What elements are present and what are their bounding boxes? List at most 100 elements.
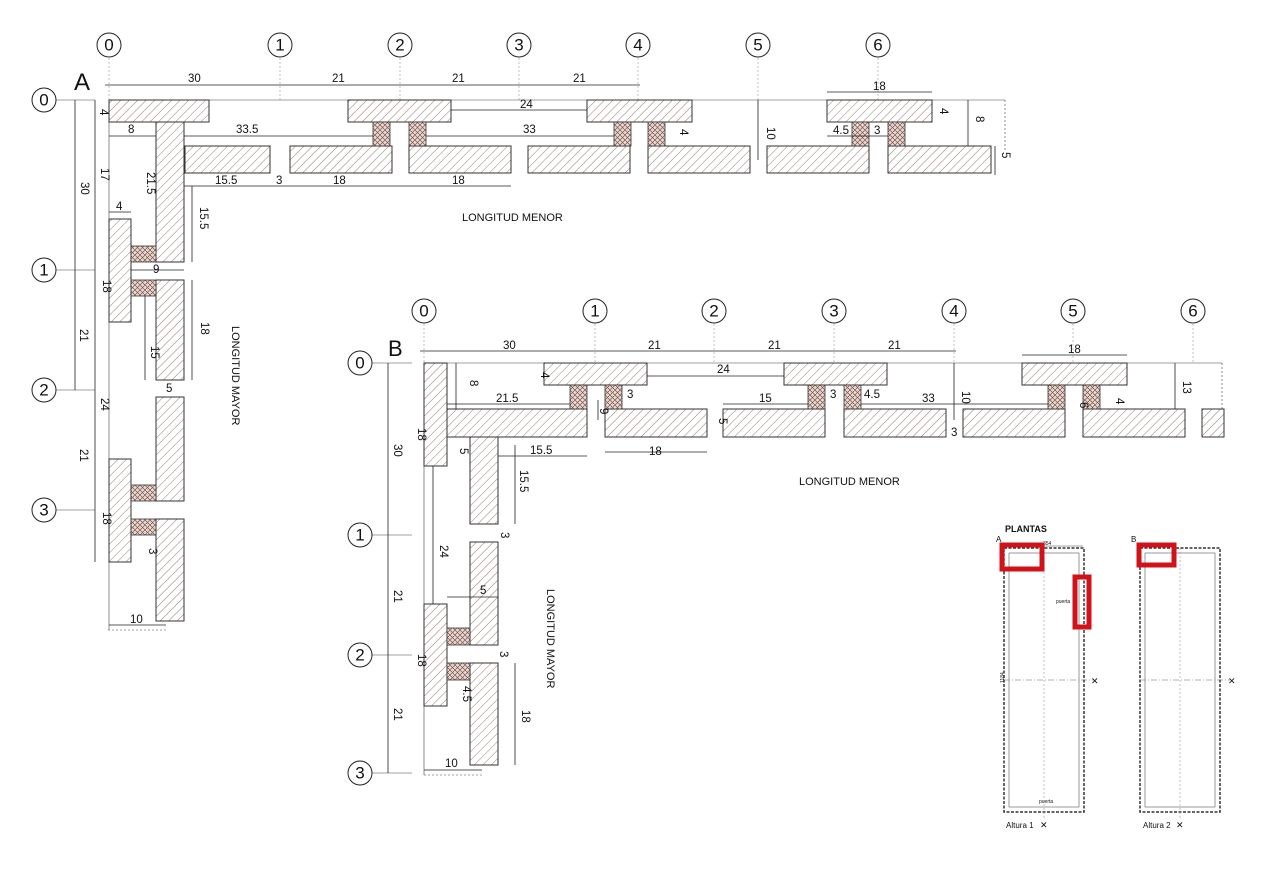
svg-text:30: 30 (391, 444, 403, 457)
brick (527, 145, 631, 174)
svg-text:4: 4 (97, 109, 109, 116)
svg-text:10: 10 (445, 758, 458, 770)
svg-text:3: 3 (627, 389, 633, 401)
axis-bubble: 0 (31, 87, 57, 113)
svg-text:3: 3 (355, 764, 364, 783)
joint (130, 518, 157, 536)
brick (962, 408, 1066, 438)
key-plan-title: PLANTAS (1005, 524, 1047, 534)
joint (613, 121, 632, 147)
svg-text:21: 21 (888, 340, 901, 352)
plan-a-bricks (108, 99, 992, 622)
axis-bubble: 1 (347, 522, 373, 548)
svg-text:1: 1 (275, 36, 284, 55)
svg-text:3: 3 (951, 427, 957, 439)
svg-text:5: 5 (716, 418, 728, 424)
plan-a-short-title: LONGITUD MENOR (462, 212, 563, 224)
joint (647, 121, 666, 147)
joint (130, 484, 157, 502)
svg-text:3: 3 (874, 125, 880, 137)
svg-text:3: 3 (829, 302, 838, 321)
brick (155, 396, 185, 502)
svg-text:4: 4 (538, 372, 550, 379)
plan-b: B 0 1 2 3 4 5 6 0 1 2 3 (347, 298, 1225, 786)
plan-b-letter: B (388, 336, 403, 361)
svg-text:30: 30 (503, 340, 516, 352)
brick (423, 603, 448, 707)
svg-text:4: 4 (949, 302, 958, 321)
axis-bubble: 0 (411, 298, 437, 324)
brick (108, 218, 132, 323)
svg-text:15.5: 15.5 (530, 445, 552, 457)
svg-text:0: 0 (419, 302, 428, 321)
svg-text:10: 10 (959, 391, 971, 404)
svg-text:10: 10 (130, 614, 143, 626)
svg-text:18: 18 (1068, 344, 1081, 356)
svg-text:2: 2 (709, 302, 718, 321)
joint (604, 384, 623, 410)
plan-b-dimensions: 30 21 21 21 18 4 24 8 21.5 3 9 15 3 4.5 … (387, 340, 1192, 773)
svg-text:18: 18 (415, 428, 427, 441)
svg-text:6: 6 (1077, 402, 1089, 408)
plan-b-left-axes: 0 1 2 3 (347, 350, 412, 786)
svg-text:4: 4 (677, 129, 689, 136)
svg-text:2: 2 (395, 36, 404, 55)
plan-b-top-axes: 0 1 2 3 4 5 6 (411, 298, 1206, 362)
svg-text:15: 15 (759, 393, 772, 405)
brick (826, 99, 933, 123)
plan-a-left-axes: 0 1 2 3 (31, 87, 95, 523)
axis-bubble: 1 (582, 298, 608, 324)
axis-bubble: 0 (347, 350, 373, 376)
svg-text:24: 24 (717, 364, 730, 376)
axis-bubble: 5 (1060, 298, 1086, 324)
svg-text:1: 1 (590, 302, 599, 321)
axis-bubble: 2 (31, 377, 57, 403)
svg-text:21: 21 (452, 73, 465, 85)
joint (569, 384, 588, 410)
svg-text:21.5: 21.5 (144, 172, 156, 194)
svg-text:5: 5 (457, 448, 469, 454)
svg-text:21: 21 (332, 73, 345, 85)
svg-text:5: 5 (166, 383, 172, 395)
svg-text:1: 1 (39, 261, 48, 280)
svg-text:4.5: 4.5 (460, 686, 472, 702)
svg-text:21: 21 (648, 340, 661, 352)
svg-text:21: 21 (77, 329, 89, 342)
svg-text:9: 9 (597, 408, 609, 414)
plan-a-dimensions: 30 21 21 21 18 24 33.5 33 8 4 4 4 10 8 5… (74, 73, 1011, 626)
svg-text:18: 18 (415, 654, 427, 667)
brick (446, 408, 588, 438)
svg-text:10: 10 (764, 127, 776, 140)
brick (108, 99, 210, 123)
joint (446, 662, 471, 681)
highlight-box-a-door (1072, 574, 1092, 630)
brick (783, 362, 888, 386)
height-1-label: Altura 1 (1006, 821, 1034, 830)
svg-text:5: 5 (1068, 302, 1077, 321)
svg-text:3: 3 (146, 548, 158, 554)
door-label-bottom: puerta (1039, 799, 1053, 805)
brick (586, 99, 693, 123)
axis-bubble: 5 (745, 32, 771, 58)
brick (1021, 362, 1128, 386)
svg-text:18: 18 (649, 446, 662, 458)
brick (722, 408, 826, 438)
key-plan-letter-a: A (996, 535, 1002, 544)
svg-text:15.5: 15.5 (215, 175, 237, 187)
svg-text:18: 18 (873, 81, 886, 93)
svg-text:4.5: 4.5 (833, 125, 849, 137)
svg-text:24: 24 (520, 99, 533, 111)
svg-text:15: 15 (148, 346, 160, 359)
joint (130, 279, 157, 297)
joint (851, 121, 870, 147)
brick (423, 362, 448, 467)
plan-a-top-axes: 0 1 2 3 4 5 6 (96, 32, 891, 100)
axis-bubble: 0 (96, 32, 122, 58)
axis-bubble: 3 (821, 298, 847, 324)
svg-text:8: 8 (128, 124, 134, 136)
axis-bubble: 2 (387, 32, 413, 58)
plan-a: A 0 1 2 3 4 5 6 0 1 2 3 (31, 32, 1011, 631)
svg-text:15.5: 15.5 (517, 470, 529, 492)
svg-text:24: 24 (98, 398, 110, 411)
